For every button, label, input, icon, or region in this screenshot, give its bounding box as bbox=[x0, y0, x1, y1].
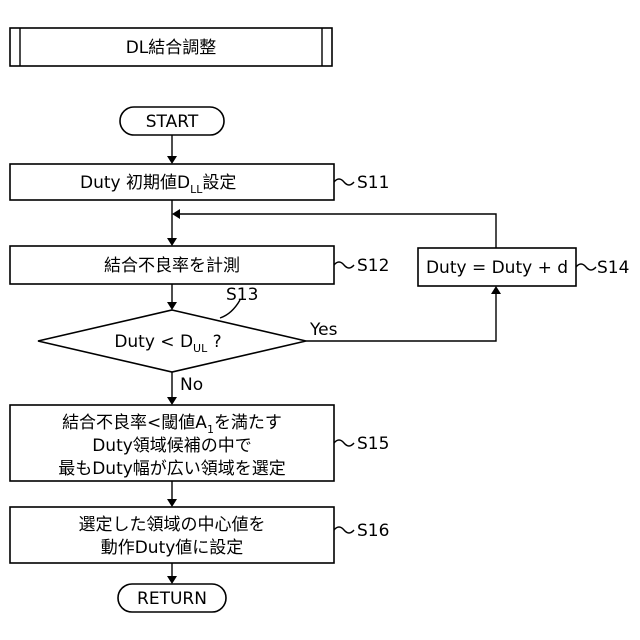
s16-line1: 選定した領域の中心値を bbox=[79, 515, 266, 535]
arrowhead bbox=[167, 576, 177, 584]
s11-ref-leader bbox=[334, 179, 354, 185]
s11-ref: S11 bbox=[357, 173, 389, 193]
step-s14: Duty = Duty + d bbox=[418, 248, 576, 286]
arrowhead bbox=[167, 156, 177, 164]
no-label: No bbox=[180, 375, 203, 395]
step-s11: Duty 初期値DLL設定 bbox=[10, 164, 334, 200]
arrowhead bbox=[167, 238, 177, 246]
s12-ref: S12 bbox=[357, 256, 389, 276]
s13-ref: S13 bbox=[226, 285, 258, 305]
start-terminal: START bbox=[120, 107, 224, 135]
s15-line1: 結合不良率<閾値A1を満たす bbox=[62, 413, 282, 436]
s15-line3: 最もDuty幅が広い領域を選定 bbox=[58, 459, 286, 479]
step-s13-decision: Duty < DUL ? bbox=[38, 310, 306, 372]
s15-ref: S15 bbox=[357, 434, 389, 454]
step-s15: 結合不良率<閾値A1を満たす Duty領域候補の中で 最もDuty幅が広い領域を… bbox=[10, 405, 334, 481]
step-s12: 結合不良率を計測 bbox=[10, 246, 334, 284]
title-text: DL結合調整 bbox=[126, 38, 217, 58]
s16-ref-leader bbox=[334, 527, 354, 533]
arrowhead bbox=[491, 286, 501, 294]
s12-ref-leader bbox=[334, 262, 354, 268]
s12-label: 結合不良率を計測 bbox=[104, 256, 240, 276]
return-terminal: RETURN bbox=[118, 584, 226, 612]
loop-back-line bbox=[180, 214, 496, 248]
s14-ref: S14 bbox=[597, 258, 629, 278]
s16-ref: S16 bbox=[357, 521, 389, 541]
step-s16: 選定した領域の中心値を 動作Duty値に設定 bbox=[10, 507, 334, 563]
arrowhead bbox=[167, 302, 177, 310]
arrowhead bbox=[167, 499, 177, 507]
return-label: RETURN bbox=[137, 589, 207, 609]
s15-line2: Duty領域候補の中で bbox=[92, 436, 252, 456]
s15-ref-leader bbox=[334, 440, 354, 446]
s14-ref-leader bbox=[576, 264, 596, 270]
s14-label: Duty = Duty + d bbox=[426, 258, 568, 278]
title-box: DL結合調整 bbox=[10, 28, 332, 66]
arrowhead bbox=[167, 397, 177, 405]
s11-label: Duty 初期値DLL設定 bbox=[80, 173, 236, 196]
yes-label: Yes bbox=[309, 320, 338, 340]
s16-line2: 動作Duty値に設定 bbox=[101, 538, 244, 558]
start-label: START bbox=[146, 112, 199, 132]
arrowhead bbox=[172, 209, 180, 219]
